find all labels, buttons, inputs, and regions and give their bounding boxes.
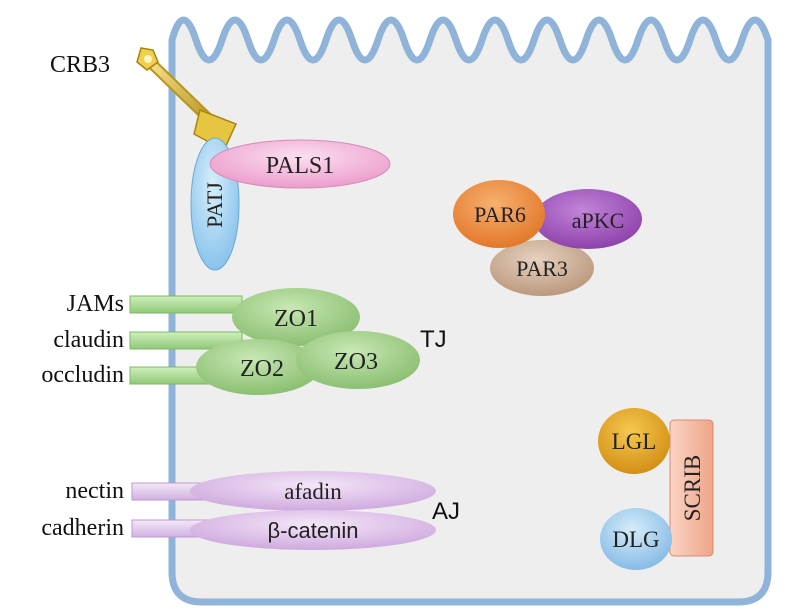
aj-label: AJ [432,498,460,525]
cadherin-label: cadherin [41,515,124,541]
crb3-protein [136,47,238,152]
zo3-label: ZO3 [334,349,378,375]
claudin-label: claudin [53,327,124,353]
zo3-protein [296,331,420,389]
par3-protein [490,240,594,296]
apkc-protein [534,189,642,249]
dlg-label: DLG [612,527,659,552]
jams-label: JAMs [67,291,124,317]
apkc-label: aPKC [572,208,625,233]
pals1-label: PALS1 [266,153,334,179]
patj-label: PATJ [202,182,227,228]
crb3-label: CRB3 [50,52,110,78]
pals1-protein [209,139,391,189]
lgl-label: LGL [612,429,657,454]
par6-protein [453,180,545,248]
par6-label: PAR6 [474,202,526,227]
scrib-protein [669,419,714,557]
jams-bar [129,295,243,314]
scrib-label: SCRIB [680,455,705,521]
nectin-label: nectin [65,478,124,504]
afadin-protein [190,471,436,511]
zo1-label: ZO1 [274,306,318,332]
par3-label: PAR3 [516,256,568,281]
beta-catenin-protein [190,510,436,550]
occludin-label: occludin [41,362,124,388]
zo1-protein [232,288,360,346]
dlg-protein [600,508,672,570]
zo2-label: ZO2 [240,356,284,382]
lgl-protein [598,408,670,474]
tj-label: TJ [420,326,447,353]
beta-catenin-label: β-catenin [268,518,359,543]
afadin-label: afadin [284,479,342,504]
zo2-protein [196,339,320,395]
